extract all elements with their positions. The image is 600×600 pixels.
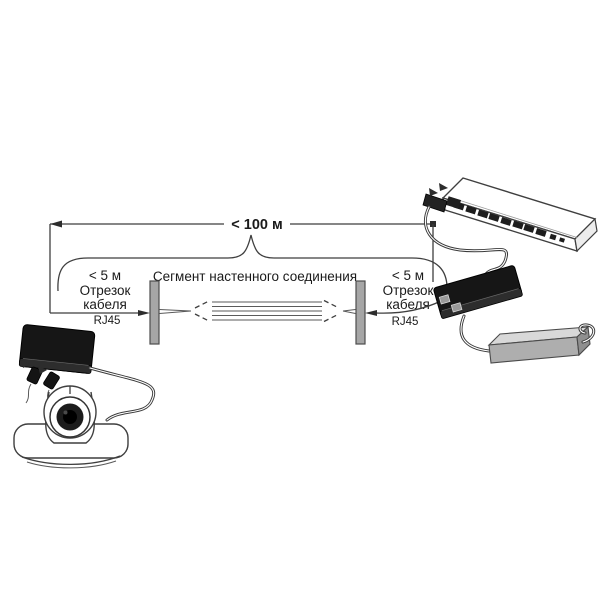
- camera-lens-glint: [63, 410, 68, 415]
- connector-insert-arrow-icon: [439, 183, 448, 191]
- overall-dimension: < 100 м: [49, 217, 436, 313]
- right-drop-desc-line1: Отрезок: [383, 283, 434, 298]
- power-adapter: [487, 323, 596, 364]
- left-cable-arrow-icon: [138, 310, 150, 316]
- span-brace: [57, 234, 448, 292]
- labels: Сегмент настенного соединения < 5 м Отре…: [80, 268, 434, 328]
- codec-cable-connector-icon: [422, 193, 448, 213]
- codec-bevel-line: [448, 196, 578, 238]
- left-extender-plug-icon: [26, 366, 43, 385]
- right-extender-port: [438, 294, 451, 305]
- right-rj45-label: RJ45: [392, 316, 419, 328]
- connector-insert-arrow-icon: [429, 188, 438, 196]
- right-extender-port: [450, 302, 463, 313]
- codec-end-face: [574, 217, 598, 253]
- codec-switch: [422, 177, 598, 253]
- right-drop-limit-label: < 5 м: [392, 268, 424, 283]
- right-extender: [433, 265, 523, 319]
- wall-cable-bundle: [159, 299, 356, 323]
- left-rj45-label: RJ45: [94, 315, 121, 327]
- left-patch-cable: [50, 310, 150, 316]
- codec-left-port: [445, 196, 462, 209]
- ptz-camera: [13, 385, 129, 469]
- extender-to-camera-cable: [88, 366, 156, 422]
- left-drop-desc-line1: Отрезок: [80, 283, 131, 298]
- right-patch-cable: [365, 300, 442, 316]
- overall-limit-label: < 100 м: [231, 217, 282, 233]
- left-drop-desc-line2: кабеля: [83, 297, 127, 312]
- dimension-arrow-left-icon: [50, 220, 62, 228]
- wall-segment-label: Сегмент настенного соединения: [153, 269, 357, 284]
- left-drop-limit-label: < 5 м: [89, 268, 121, 283]
- plug-pigtail: [25, 383, 32, 404]
- right-cable-arrow-icon: [365, 310, 377, 316]
- right-drop-desc-line2: кабеля: [386, 297, 430, 312]
- camera-base-edge: [21, 455, 121, 465]
- plug-insert-arrow-icon: [38, 366, 47, 374]
- codec-to-extender-cable: [423, 205, 508, 276]
- wall-plate-left: [149, 280, 160, 345]
- extender-to-power-cable: [459, 314, 491, 353]
- plug-insert-arrow-icon: [21, 360, 30, 368]
- wall-plate-right: [355, 280, 366, 345]
- left-extender-plug-icon: [43, 371, 60, 390]
